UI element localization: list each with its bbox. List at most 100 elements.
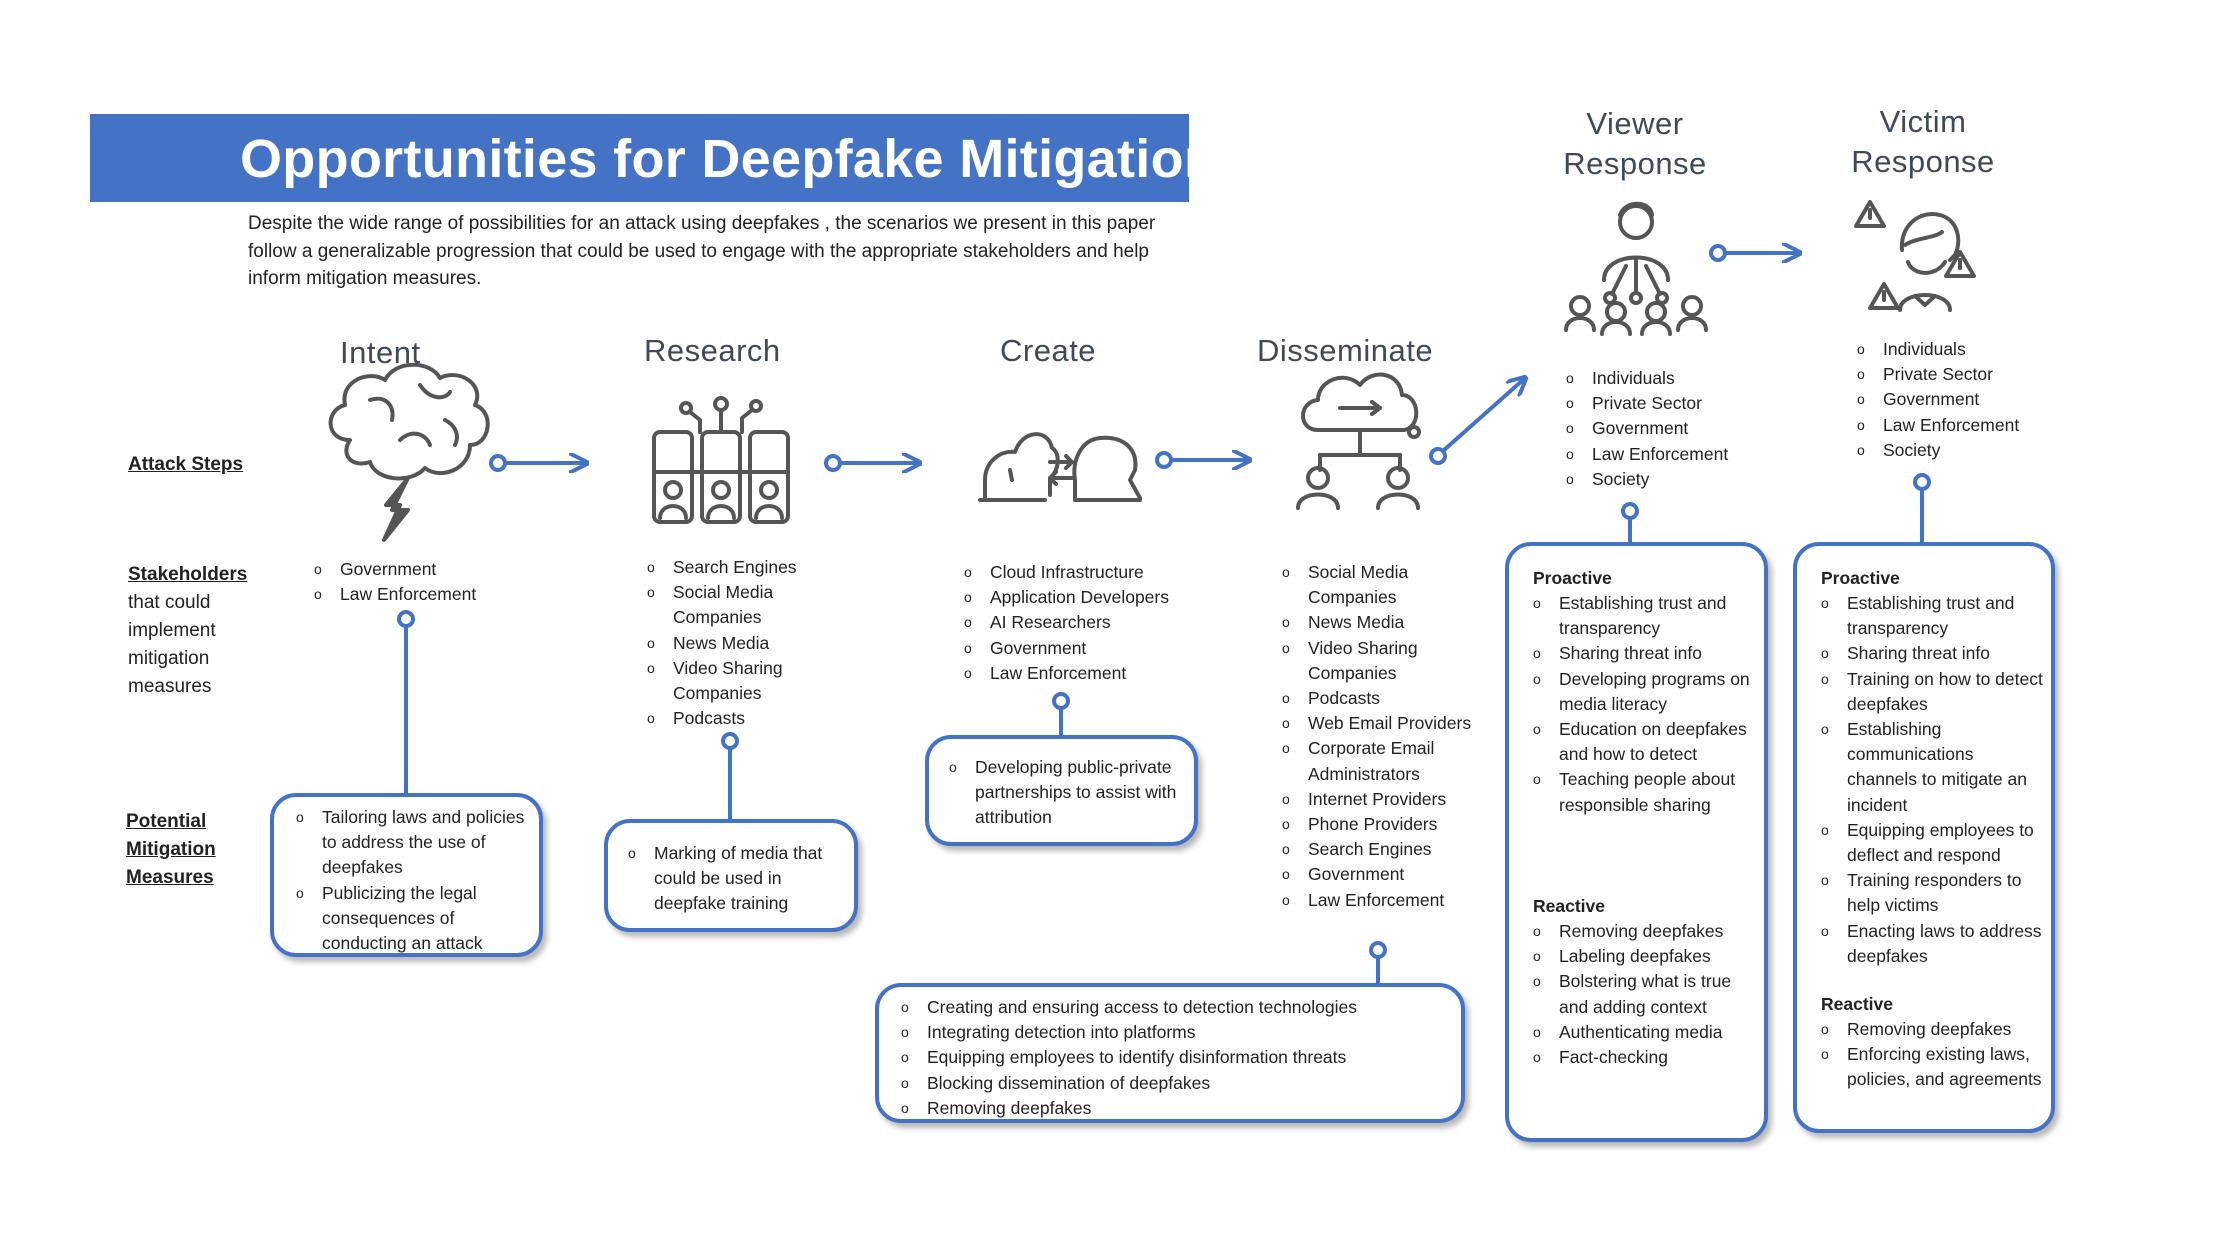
list-item: Law Enforcement [1855,413,2019,438]
list-item: Private Sector [1564,391,1728,416]
list-item: Government [1564,416,1728,441]
audience-network-icon [1564,201,1708,336]
flow-arrow-disseminate-viewer [1429,379,1524,465]
stakeholders-victim: IndividualsPrivate SectorGovernmentLaw E… [1855,337,2019,463]
stage-disseminate: Disseminate [1257,333,1434,368]
list-item: Establishing communications channels to … [1819,717,2044,818]
victim-reactive-heading: Reactive [1821,994,1893,1014]
mitigation-list-intent: Tailoring laws and policies to address t… [294,805,529,956]
mitigation-box-research: Marking of media that could be used in d… [604,819,858,932]
stage-victim-response: Victim Response [1828,102,2018,182]
stakeholders-viewer: IndividualsPrivate SectorGovernmentLaw E… [1564,366,1728,492]
mitigation-label-2: Mitigation [126,839,216,860]
stage-victim-line1: Victim [1879,104,1967,139]
mitigation-list-research: Marking of media that could be used in d… [626,841,851,917]
mitigation-list-disseminate: Creating and ensuring access to detectio… [899,995,1449,1121]
list-item: Sharing threat info [1531,641,1756,666]
stage-research: Research [644,333,781,368]
list-item: Sharing threat info [1819,641,2044,666]
list-item: Tailoring laws and policies to address t… [294,805,529,881]
list-item: Internet Providers [1280,787,1480,812]
mitigation-box-victim: Proactive Establishing trust and transpa… [1793,542,2055,1133]
list-item: Blocking dissemination of deepfakes [899,1071,1449,1096]
viewer-reactive-heading: Reactive [1533,896,1605,916]
list-item: Fact-checking [1531,1045,1756,1070]
stakeholders-label: Stakeholders [128,564,248,585]
mitigation-box-create: Developing public-private partnerships t… [925,735,1198,846]
list-item: Developing public-private partnerships t… [947,755,1187,831]
victim-proactive-list: Establishing trust and transparencyShari… [1819,591,2044,969]
connector-disseminate [1369,941,1387,983]
stage-create: Create [1000,333,1097,368]
list-item: Video Sharing Companies [1280,636,1480,686]
list-item: Labeling deepfakes [1531,944,1756,969]
brain-lightning-icon [328,362,490,542]
list-item: News Media [1280,610,1480,635]
list-item: Law Enforcement [1280,888,1480,913]
mitigation-list-create: Developing public-private partnerships t… [947,755,1187,831]
stakeholders-create: Cloud InfrastructureApplication Develope… [962,560,1202,686]
list-item: Law Enforcement [1564,442,1728,467]
row-label-stakeholders: Stakeholders that could implement mitiga… [128,561,258,701]
list-item: Establishing trust and transparency [1819,591,2044,641]
list-item: Search Engines [645,555,835,580]
stakeholders-sublabel: that could implement mitigation measures [128,592,216,697]
cloud-distribution-icon [1296,372,1421,510]
list-item: Government [962,636,1202,661]
list-item: Podcasts [1280,686,1480,711]
list-item: Education on deepfakes and how to detect [1531,717,1756,767]
list-item: Individuals [1855,337,2019,362]
page-title: Opportunities for Deepfake Mitigation [240,129,1218,189]
list-item: Marking of media that could be used in d… [626,841,851,917]
stage-intent: Intent [340,335,421,370]
flow-arrow-intent-research [489,456,585,470]
mitigation-label-3: Measures [126,867,214,888]
list-item: Society [1855,438,2019,463]
list-item: Removing deepfakes [899,1096,1449,1121]
stakeholders-research: Search EnginesSocial Media CompaniesNews… [645,555,835,732]
viewer-proactive-heading: Proactive [1533,568,1612,588]
connector-intent [397,610,415,793]
row-label-mitigation: Potential Mitigation Measures [126,808,216,892]
stakeholders-disseminate: Social Media CompaniesNews MediaVideo Sh… [1280,560,1480,913]
flow-arrow-create-disseminate [1155,453,1248,467]
list-item: Training responders to help victims [1819,868,2044,918]
list-item: AI Researchers [962,610,1202,635]
mitigation-label-1: Potential [126,811,207,832]
mitigation-box-intent: Tailoring laws and policies to address t… [270,793,543,957]
list-item: Equipping employees to identify disinfor… [899,1045,1449,1070]
list-item: Removing deepfakes [1531,919,1756,944]
victim-reactive-list: Removing deepfakesEnforcing existing law… [1819,1017,2044,1093]
list-item: Podcasts [645,706,835,731]
list-item: Search Engines [1280,837,1480,862]
viewer-proactive-list: Establishing trust and transparencyShari… [1531,591,1756,818]
victim-proactive-heading: Proactive [1821,568,1900,588]
connector-research [721,732,739,819]
victim-warning-icon [1854,200,1976,312]
list-item: Government [1855,387,2019,412]
list-item: Removing deepfakes [1819,1017,2044,1042]
list-item: Individuals [1564,366,1728,391]
stage-viewer-line2: Response [1563,146,1707,181]
list-item: Enforcing existing laws, policies, and a… [1819,1042,2044,1092]
list-item: Teaching people about responsible sharin… [1531,767,1756,817]
flow-arrow-viewer-victim [1709,246,1798,260]
list-item: Video Sharing Companies [645,656,835,706]
face-swap-icon [978,432,1142,502]
list-item: Equipping employees to deflect and respo… [1819,818,2044,868]
list-item: Cloud Infrastructure [962,560,1202,585]
stage-viewer-line1: Viewer [1586,106,1684,141]
list-item: Publicizing the legal consequences of co… [294,881,529,957]
connector-victim [1913,473,1931,542]
researchers-icon [652,396,790,524]
list-item: Establishing trust and transparency [1531,591,1756,641]
list-item: Web Email Providers [1280,711,1480,736]
viewer-reactive-list: Removing deepfakesLabeling deepfakesBols… [1531,919,1756,1070]
stage-viewer-response: Viewer Response [1540,104,1730,184]
list-item: Developing programs on media literacy [1531,667,1756,717]
list-item: Government [312,557,476,582]
title-banner [90,114,1189,202]
list-item: Enacting laws to address deepfakes [1819,919,2044,969]
list-item: Law Enforcement [312,582,476,607]
list-item: Social Media Companies [645,580,835,630]
